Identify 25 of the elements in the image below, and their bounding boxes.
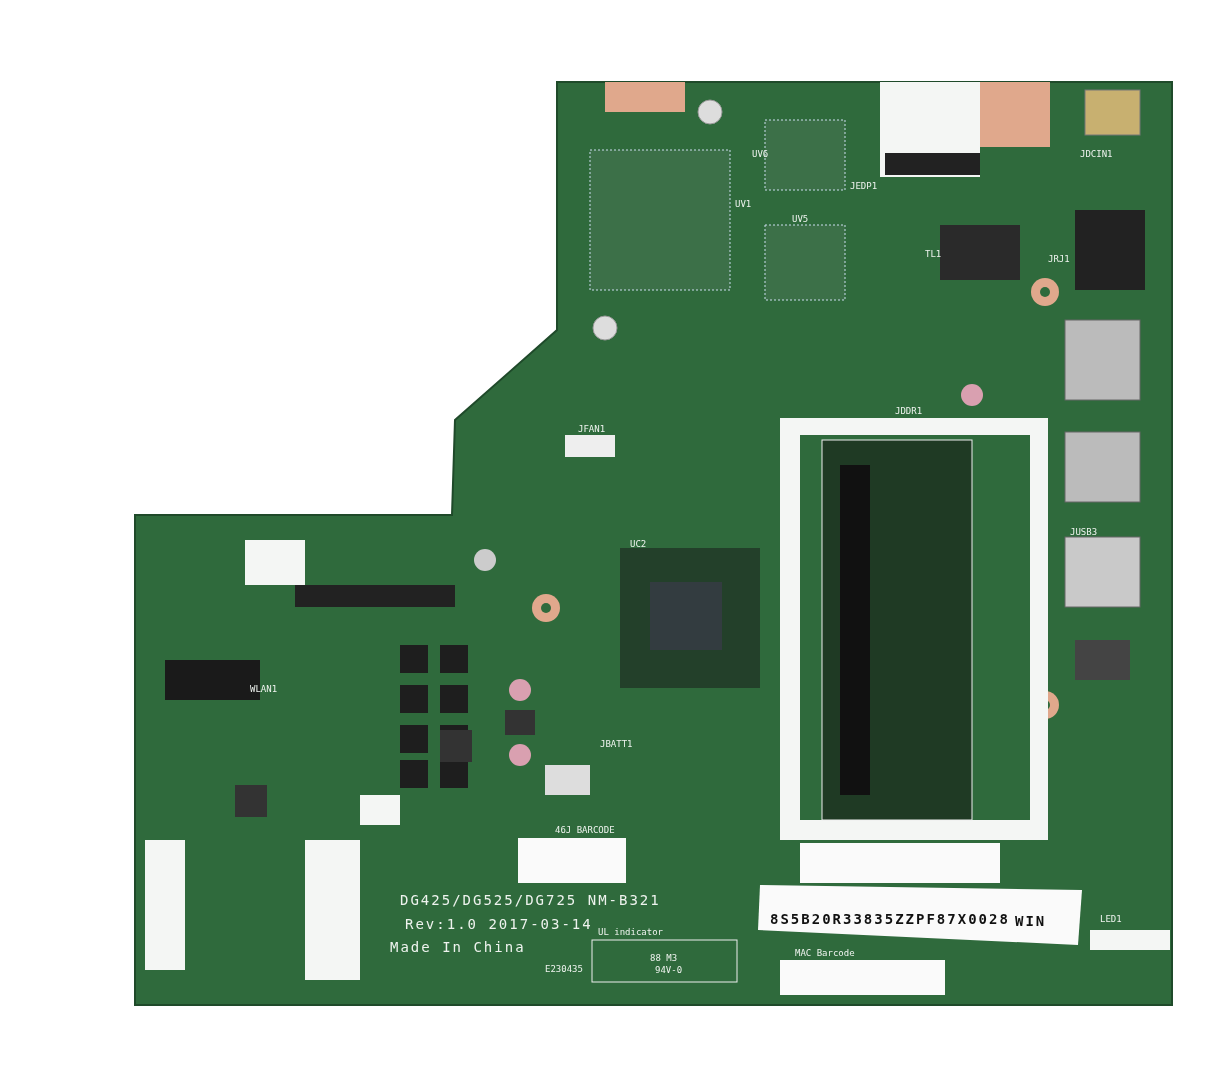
- board-model-text: DG425/DG525/DG725 NM-B321: [400, 893, 661, 907]
- component-label: LED1: [1100, 915, 1122, 924]
- certification-code: E230435: [545, 965, 583, 974]
- component-label: UV1: [735, 200, 752, 209]
- marking-text: 88 M3: [650, 954, 678, 963]
- sticker-heading: 46J BARCODE: [555, 826, 615, 835]
- sticker-text: WIN: [1015, 914, 1047, 928]
- component-label: UC2: [630, 540, 647, 549]
- revision-text: Rev:1.0 2017-03-14: [405, 917, 593, 931]
- flammability-rating: 94V-0: [655, 966, 683, 975]
- component-label: TL1: [925, 250, 942, 259]
- component-label: UV6: [752, 150, 769, 159]
- component-label: JEDP1: [850, 182, 878, 191]
- component-label: WLAN1: [250, 685, 278, 694]
- component-label: JBATT1: [600, 740, 633, 749]
- component-label: JFAN1: [578, 425, 606, 434]
- sticker-heading: UL indicator: [598, 928, 664, 937]
- component-label: JRJ1: [1048, 255, 1070, 264]
- component-label: JDDR1: [895, 407, 923, 416]
- component-label: JDCIN1: [1080, 150, 1113, 159]
- serial-number: 8S5B20R33835ZZPF87X0028: [770, 912, 1010, 926]
- component-label: JUSB3: [1070, 528, 1098, 537]
- sticker-heading: MAC Barcode: [795, 949, 855, 958]
- origin-text: Made In China: [390, 940, 526, 954]
- component-label: UV5: [792, 215, 809, 224]
